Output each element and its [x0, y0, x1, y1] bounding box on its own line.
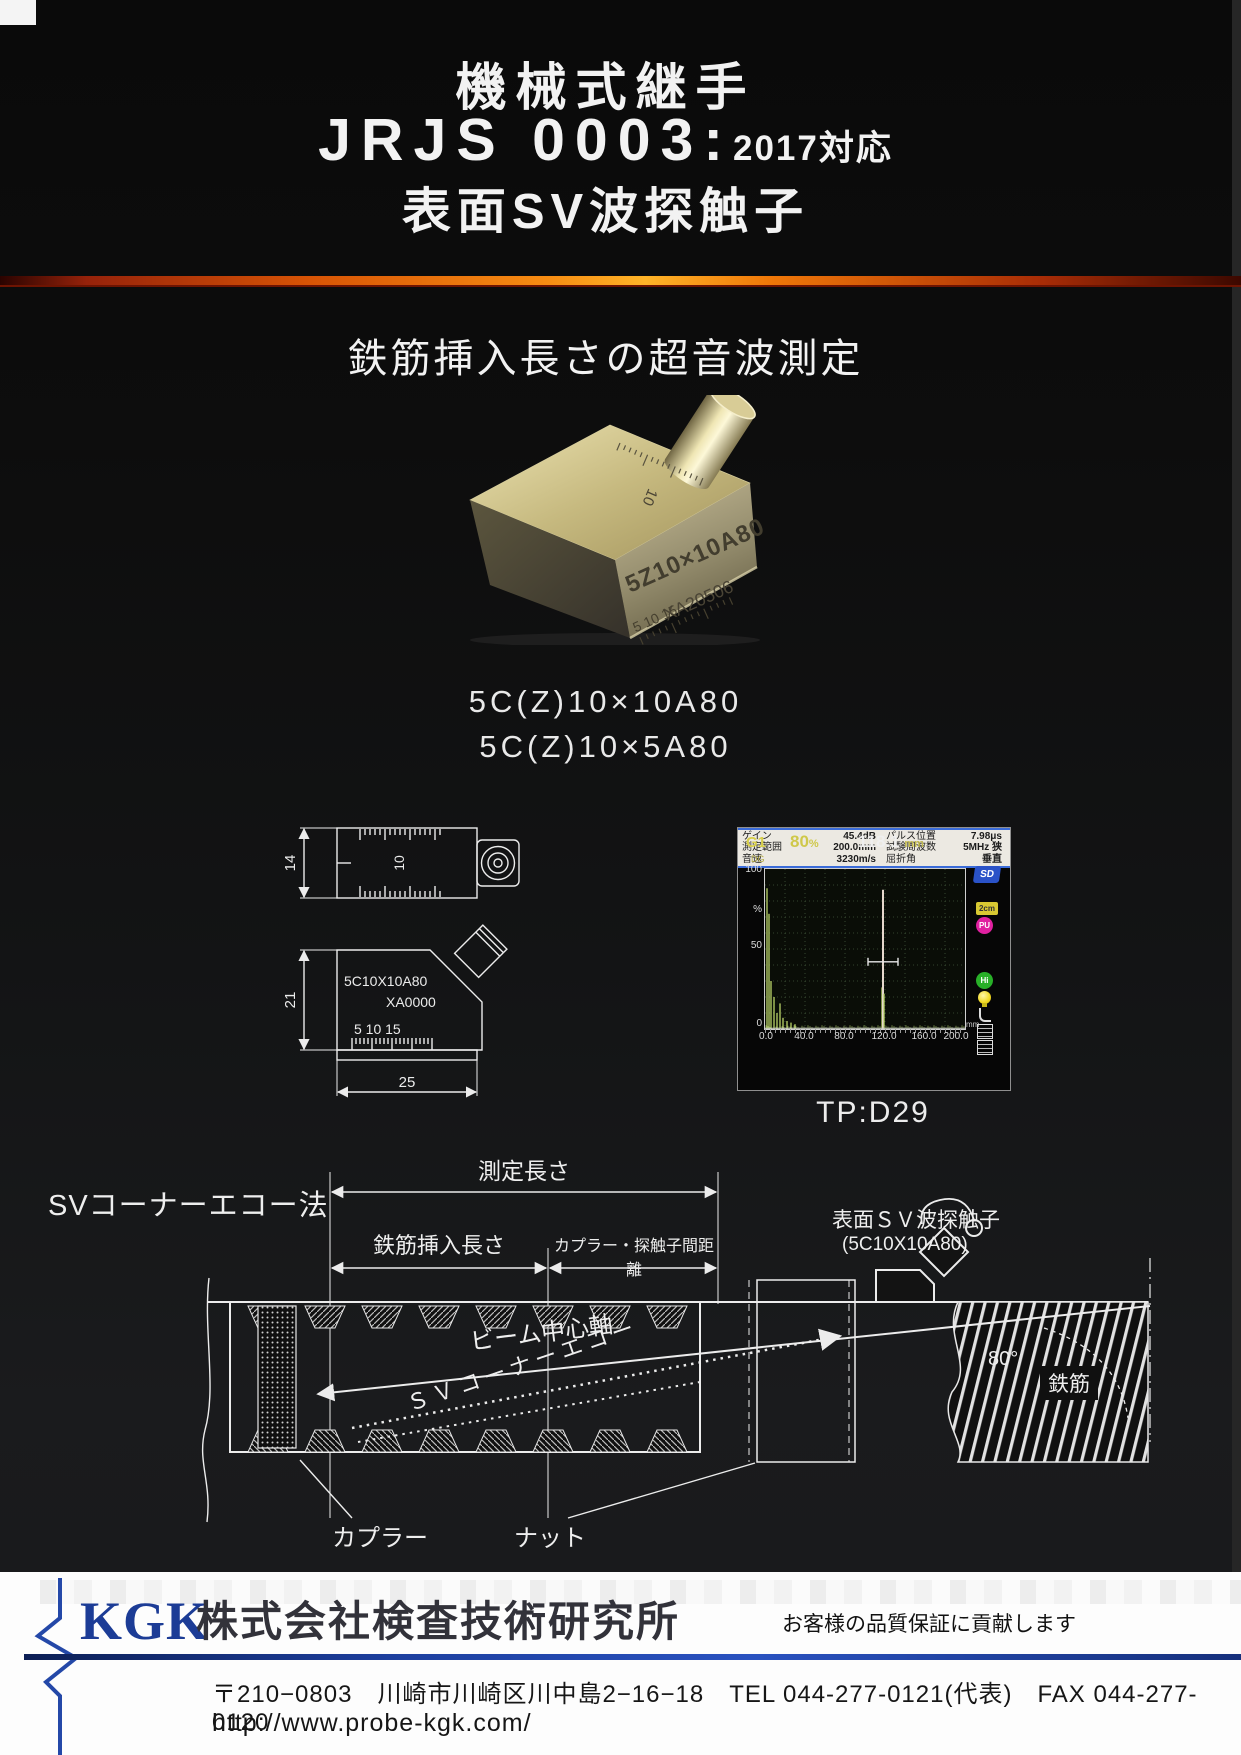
rebar-label: 鉄筋	[1040, 1366, 1098, 1400]
top-view-scale-label: 10	[391, 855, 407, 871]
y-axis-label-pct: %	[753, 904, 762, 915]
rebar-end-face	[257, 1305, 297, 1449]
pu-badge-icon: PU	[976, 917, 993, 934]
x-axis-minor-ticks	[765, 1029, 965, 1033]
method-label: SVコーナーエコー法	[48, 1190, 329, 1222]
x-label-160: 160.0	[911, 1031, 937, 1042]
scan-edge-strip	[1232, 0, 1241, 1572]
menu-square-icon-1	[977, 1024, 993, 1039]
x-label-40: 40.0	[794, 1031, 814, 1042]
x-axis-unit: mm	[966, 1020, 980, 1029]
company-slogan: お客様の品質保証に貢献します	[782, 1612, 1076, 1636]
x-label-200: 200.0	[943, 1031, 969, 1042]
model-name-1: 5C(Z)10×10A80	[468, 684, 743, 719]
probe-product-photo: 10 5Z10×10A80 XA20506 5 10 15	[469, 395, 769, 645]
title-standard-year: 2017対応	[733, 129, 893, 168]
dim-insert-label: 鉄筋挿入長さ	[372, 1233, 505, 1258]
probe-top-ruler: 10	[616, 442, 704, 508]
kgk-logo-text: KGK	[80, 1591, 210, 1651]
beam-axis-arrow	[316, 1305, 1151, 1402]
y-axis-label-100: 100	[745, 864, 762, 875]
amplitude-readout: 80%	[790, 832, 819, 851]
company-address: 〒210−0803 川崎市川崎区川中島2−16−18 TEL 044-277-0…	[212, 1681, 1198, 1736]
side-view-serial: XA0000	[386, 994, 436, 1010]
cable-hook-icon	[979, 1008, 991, 1022]
dim-total-label: 測定長さ	[478, 1158, 570, 1184]
probe-front-face	[615, 483, 757, 638]
drawing-side-view	[298, 924, 508, 1098]
photo-shadow	[470, 633, 760, 645]
settings-row-1: ゲイン 45.4dB パルス位置 7.98μs	[742, 831, 1002, 843]
dim-25-label: 25	[399, 1074, 416, 1091]
probe-cable-squiggle	[920, 1198, 975, 1225]
probe-connector-cylinder	[664, 395, 756, 490]
footer: KGK 株式会社検査技術研究所 お客様の品質保証に貢献します 〒210−0803…	[0, 1572, 1241, 1755]
y-axis-label-50: 50	[750, 940, 762, 951]
ascan-plot-area	[764, 868, 966, 1030]
coupler-leader-line	[299, 1459, 353, 1519]
title-line1: 機械式継手	[455, 59, 756, 116]
probe-bottom-edge-highlight	[629, 565, 758, 640]
company-url: http://www.probe-kgk.com/	[212, 1709, 532, 1737]
probe-callout-line2: (5C10X10A80)	[842, 1234, 968, 1255]
drawing-top-view	[298, 827, 520, 899]
ascan-waveform	[765, 869, 965, 1029]
ultrasonic-instrument-screen: G1 80% 118.1 mm DG 100 % 50 0 0.0 40.0 8…	[737, 827, 1011, 1091]
hi-badge-icon: Hi	[976, 972, 993, 989]
nut-leader-line	[567, 1462, 756, 1519]
nut-label: ナット	[514, 1525, 586, 1552]
model-name-2: 5C(Z)10×5A80	[479, 729, 732, 764]
dim-coupler-label: カプラー・探触子間距離	[553, 1238, 714, 1279]
side-view-scale-numbers: 5 10 15	[354, 1021, 401, 1037]
x-label-120: 120.0	[871, 1031, 897, 1042]
company-name: 株式会社検査技術研究所	[196, 1598, 681, 1645]
scan-artifact-band	[40, 1580, 1241, 1604]
angle-arc	[1043, 1327, 1129, 1419]
cm-badge-icon: 2cm	[976, 902, 998, 915]
instrument-settings-table: ゲイン 45.4dB パルス位置 7.98μs 測定範囲 200.0mm 試験周…	[738, 828, 1010, 868]
probe-top-scale-label: 10	[639, 486, 661, 508]
concrete-break-edge	[201, 1277, 211, 1523]
title-line2: JRJS 0003:2017対応	[0, 106, 1211, 174]
distance-readout: 118.1 mm	[858, 832, 924, 851]
coupler-threads-bottom	[247, 1429, 688, 1453]
settings-row-3: 音速 3230m/s 屈折角 垂直	[742, 853, 1002, 865]
side-view-model: 5C10X10A80	[344, 973, 428, 989]
bulb-icon	[978, 991, 991, 1007]
coupler-label: カプラー	[332, 1525, 428, 1552]
sd-card-icon: SD	[972, 866, 1002, 883]
dim-21-label: 21	[282, 992, 299, 1009]
probe-callout-line1: 表面ＳＶ波探触子	[832, 1209, 1000, 1232]
x-label-0: 0.0	[759, 1031, 773, 1042]
title-line3: 表面SV波探触子	[401, 185, 810, 239]
dimension-lines	[329, 1172, 719, 1518]
probe-left-face	[470, 500, 630, 638]
dg-indicator: DG	[751, 854, 765, 864]
test-piece-caption: TP:D29	[816, 1096, 930, 1129]
dimension-drawings: 14 10 21 5C10X10A80 XA0000 5 10 15 25	[282, 827, 520, 1098]
menu-square-icon-2	[977, 1040, 993, 1055]
orange-divider	[0, 276, 1241, 287]
probe-symbol	[875, 1198, 983, 1303]
nut-outline	[748, 1279, 856, 1463]
dim-14-label: 14	[282, 855, 299, 872]
x-label-80: 80.0	[834, 1031, 854, 1042]
settings-row-2: 測定範囲 200.0mm 試験周波数 5MHz 狭	[742, 842, 1002, 854]
footer-blue-rule	[24, 1654, 1241, 1660]
y-axis-label-0: 0	[756, 1018, 762, 1029]
sv-echo-path	[351, 1328, 843, 1443]
scan-corner-artifact	[0, 0, 36, 25]
subtitle: 鉄筋挿入長さの超音波測定	[347, 337, 864, 381]
angle-label: 80°	[988, 1348, 1019, 1370]
coupler-outline	[229, 1301, 701, 1453]
title-standard-code: JRJS 0003:	[318, 107, 733, 173]
gate-readout: G1	[746, 834, 767, 851]
